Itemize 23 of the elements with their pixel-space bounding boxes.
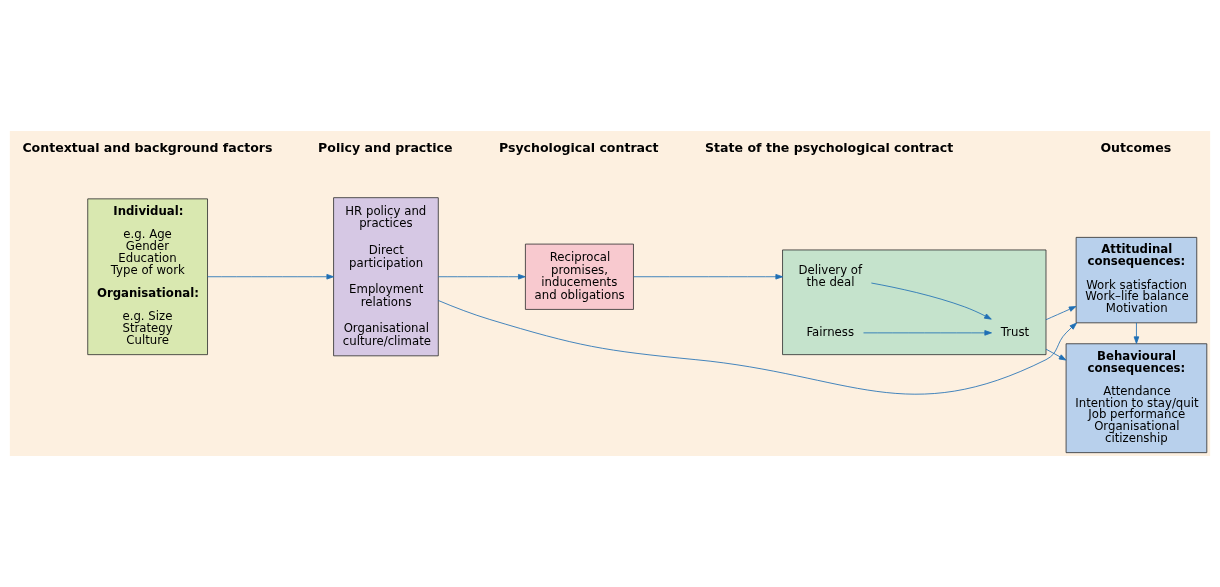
arrow <box>1045 306 1077 321</box>
label: Contextual and background factors <box>22 139 273 155</box>
node-box: Individual: e.g. Age Gender Education Type of work Organisational: e.g. Size Strategy Culture <box>87 198 208 356</box>
arrow <box>1045 348 1067 361</box>
arrow <box>633 273 783 280</box>
arrow <box>438 300 1077 395</box>
arrow <box>207 273 334 280</box>
arrow <box>1133 322 1140 344</box>
label: State of the psychological contract <box>705 139 954 155</box>
node-text: Fairness <box>806 324 854 339</box>
node-box: HR policy and practices Direct participation Employment relations Organisational culture/climate <box>333 197 439 357</box>
arrow <box>870 282 992 320</box>
node-box: Attitudinal consequences: Work satisfaction Work–life balance Motivation <box>1075 236 1198 324</box>
node-box: Reciprocal promises, inducements and obligations <box>525 243 634 310</box>
label: Psychological contract <box>499 139 659 155</box>
node-box: Behavioural consequences: Attendance Intention to stay/quit Job performance Organisational citizenship <box>1065 343 1208 454</box>
node-text: Delivery of the deal <box>798 262 863 290</box>
label: Outcomes <box>1100 139 1172 155</box>
node-text: Trust <box>1000 324 1030 339</box>
arrow <box>863 330 992 336</box>
arrow <box>438 273 526 280</box>
label: Policy and practice <box>318 139 453 155</box>
cluster <box>782 249 1047 356</box>
